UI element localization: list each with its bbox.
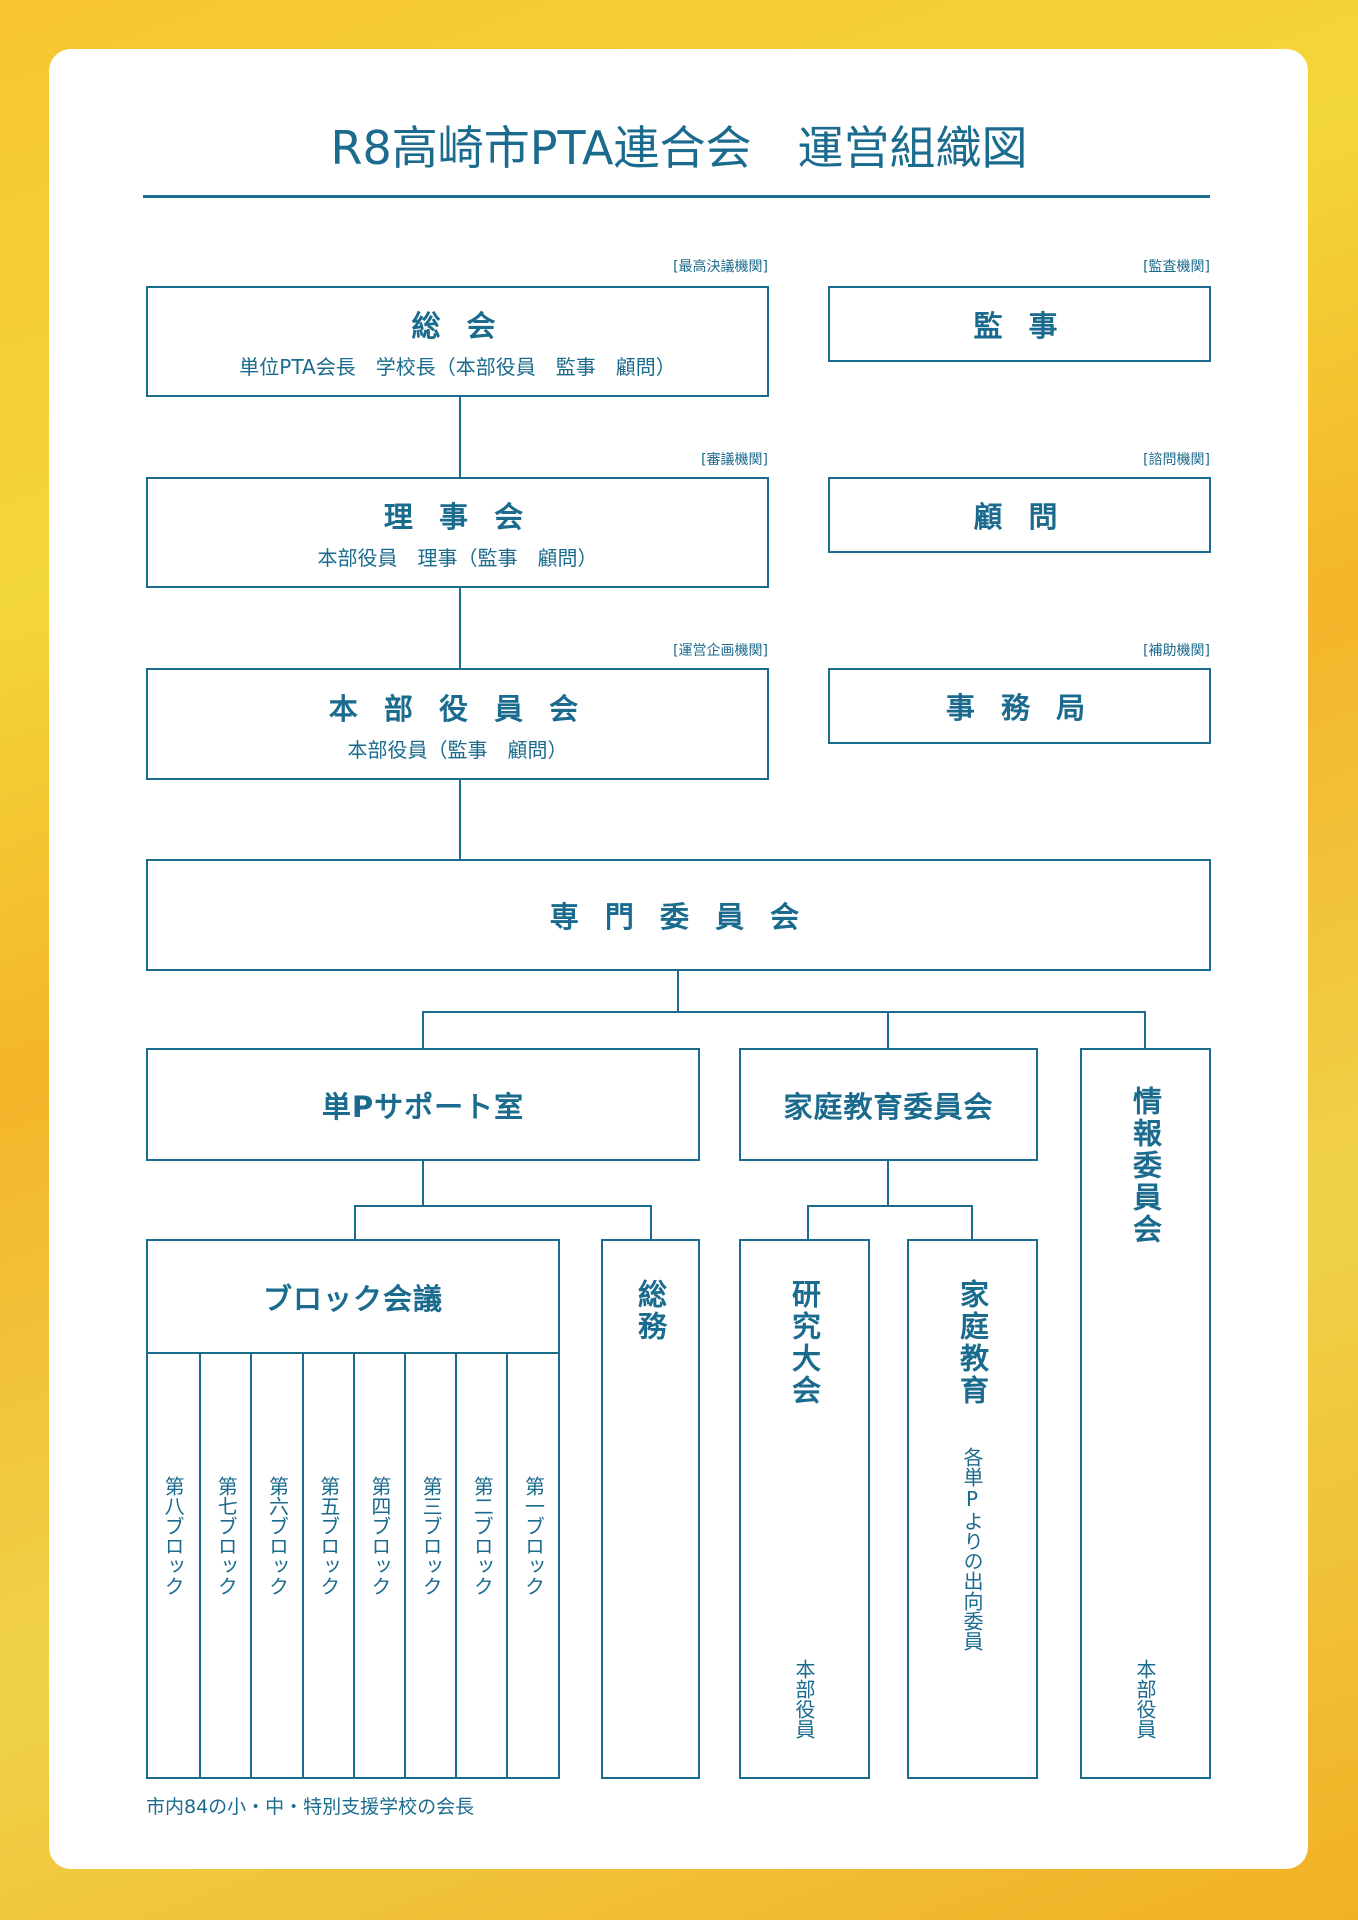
block-column: 第一ブロック [506,1354,559,1777]
block-label: 第三ブロック [419,1475,444,1596]
connector [422,1011,1145,1013]
sokai-box: 総 会 単位PTA会長 学校長（本部役員 監事 顧問） [146,286,769,397]
kanji-tag: [監査機関] [1143,259,1210,275]
katei-iinkai-name: 家庭教育委員会 [783,1089,994,1124]
connector [354,1205,356,1239]
jimukyoku-tag: [補助機関] [1143,643,1210,659]
somu-box: 総務 [601,1239,700,1779]
komon-name: 顧 問 [973,500,1066,534]
somu-name: 総務 [633,1279,668,1343]
connector [677,970,679,1011]
block-box: ブロック会議 第八ブロック 第七ブロック 第六ブロック 第五ブロック 第四ブロック 第三ブ… [146,1239,560,1779]
block-caption: 市内84の小・中・特別支援学校の会長 [146,1796,475,1818]
block-label: 第一ブロック [521,1475,546,1596]
rijikai-name: 理 事 会 [383,500,532,534]
joho-box: 情報委員会 本部役員 [1080,1048,1211,1779]
kenkyu-box: 研究大会 本部役員 [739,1239,870,1779]
jimukyoku-box: 事 務 局 [828,668,1211,744]
honbu-tag: [運営企画機関] [673,643,768,659]
kenkyu-name: 研究大会 [787,1279,822,1407]
rijikai-members: 本部役員 理事（監事 顧問） [317,546,598,570]
block-label: 第四ブロック [367,1475,392,1596]
katei-box: 家庭教育 各単Pよりの出向委員 [907,1239,1038,1779]
block-column: 第七ブロック [199,1354,252,1777]
sokai-members: 単位PTA会長 学校長（本部役員 監事 顧問） [239,355,676,379]
block-name: ブロック会議 [262,1281,443,1316]
senmon-name: 専 門 委 員 会 [549,900,808,934]
title-divider [143,195,1210,198]
sokai-name: 総 会 [411,309,504,343]
honbu-name: 本 部 役 員 会 [328,691,587,726]
joho-members: 本部役員 [1133,1659,1157,1739]
connector [807,1205,809,1239]
connector [887,1011,889,1048]
block-label: 第八ブロック [161,1475,186,1596]
kanji-name: 監 事 [973,309,1066,343]
senmon-box: 専 門 委 員 会 [146,859,1211,971]
jimukyoku-name: 事 務 局 [945,691,1094,725]
block-column: 第二ブロック [455,1354,508,1777]
block-column: 第四ブロック [352,1354,406,1777]
block-column: 第八ブロック [148,1354,199,1777]
block-label: 第五ブロック [316,1475,341,1596]
block-column: 第五ブロック [301,1354,355,1777]
rijikai-tag: [審議機関] [701,452,768,468]
connector [354,1205,651,1207]
page-title: R8高崎市PTA連合会 運営組織図 [330,121,1028,175]
block-label: 第七ブロック [214,1475,239,1596]
connector [971,1205,973,1239]
komon-box: 顧 問 [828,477,1211,553]
connector [807,1205,972,1207]
kanji-box: 監 事 [828,286,1211,362]
tanp-box: 単Pサポート室 [146,1048,700,1161]
komon-tag: [諮問機関] [1143,452,1210,468]
rijikai-box: 理 事 会 本部役員 理事（監事 顧問） [146,477,769,588]
block-label: 第六ブロック [265,1475,290,1596]
connector [459,779,461,859]
connector [887,1160,889,1205]
honbu-box: 本 部 役 員 会 本部役員（監事 顧問） [146,668,769,780]
connector [422,1160,424,1205]
connector [422,1011,424,1048]
block-label: 第二ブロック [470,1475,495,1596]
connector [1144,1011,1146,1048]
katei-iinkai-box: 家庭教育委員会 [739,1048,1038,1161]
joho-name: 情報委員会 [1128,1086,1163,1246]
katei-name: 家庭教育 [955,1279,990,1407]
sokai-tag: [最高決議機関] [673,259,768,275]
connector [459,587,461,668]
katei-members: 各単Pよりの出向委員 [960,1447,984,1651]
block-column: 第六ブロック [250,1354,303,1777]
honbu-members: 本部役員（監事 顧問） [347,737,568,762]
tanp-name: 単Pサポート室 [321,1089,525,1124]
block-column: 第三ブロック [404,1354,457,1777]
connector [459,396,461,477]
kenkyu-members: 本部役員 [792,1659,816,1739]
connector [650,1205,652,1239]
